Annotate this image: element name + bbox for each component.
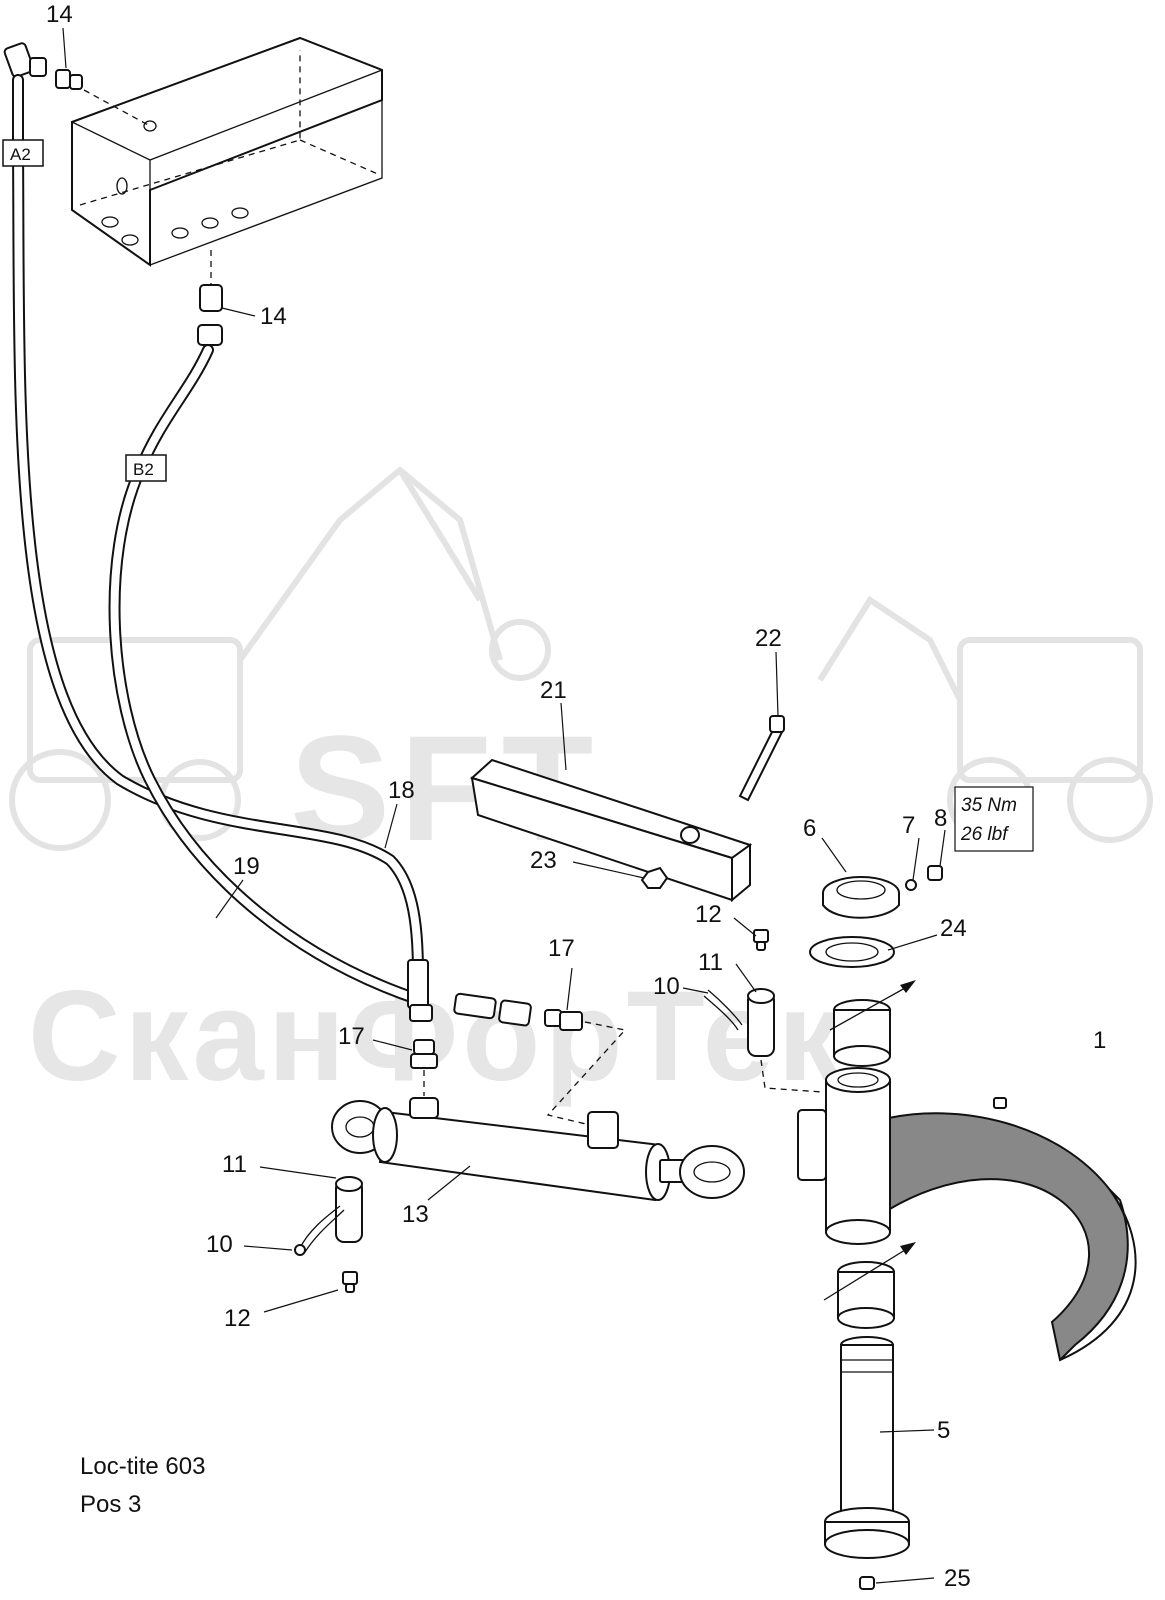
watermark-company: СканФорТек: [28, 965, 846, 1108]
watermark: SFT СканФорТек: [9, 466, 1153, 1108]
fitting-17-lower: [410, 1039, 438, 1096]
cotter-pin-10-lower: [294, 1205, 345, 1256]
washer-24: [809, 936, 895, 968]
leader-lines: [62, 27, 946, 1584]
nut-23: [640, 866, 669, 889]
label-17-lower: 17: [338, 1023, 365, 1050]
label-10-upper: 10: [653, 973, 680, 1000]
nut-ring-6: [822, 876, 900, 919]
torque-spec-box: 35 Nm 26 lbf: [954, 786, 1034, 852]
label-8: 8: [934, 805, 947, 832]
label-14-mid: 14: [260, 303, 287, 330]
bushing-upper: [829, 980, 916, 1067]
connection-line-17: [546, 1021, 627, 1126]
hose-18: [12, 74, 425, 1006]
pivot-pin-5: [824, 1336, 910, 1559]
label-5: 5: [937, 1417, 950, 1444]
label-10-lower: 10: [206, 1231, 233, 1258]
hose-tag-a2: A2: [2, 139, 44, 167]
label-12-lower: 12: [224, 1305, 251, 1332]
hydraulic-tank-block: [71, 36, 383, 267]
label-18: 18: [388, 777, 415, 804]
note-loctite: Loc-tite 603: [80, 1453, 205, 1480]
label-21: 21: [540, 677, 567, 704]
label-17-upper: 17: [548, 935, 575, 962]
part-labels: 14 14 22 21 18 19 6 7 8 23 24 12 17 11 1…: [46, 1, 1106, 1592]
label-19: 19: [233, 853, 260, 880]
hose-end-fittings: [407, 959, 532, 1027]
grease-nipple-12-lower: [342, 1271, 358, 1293]
label-7: 7: [902, 812, 915, 839]
label-11-upper: 11: [698, 949, 723, 976]
fitting-14-mid: [197, 250, 223, 346]
fitting-14-top: [3, 42, 151, 127]
hose-19: [108, 344, 426, 1006]
pin-11-upper: [747, 988, 775, 1057]
connection-line-11: [760, 1059, 823, 1093]
fitting-17-upper: [544, 1009, 583, 1031]
hydraulic-cylinder-13: [331, 1097, 745, 1202]
bolt-22: [738, 715, 785, 802]
grease-nipple-12-upper: [753, 929, 769, 951]
hose-tag-b2-text: B2: [133, 460, 154, 479]
hose-tag-a2-text: A2: [10, 145, 31, 164]
label-24: 24: [940, 915, 967, 942]
label-6: 6: [803, 815, 816, 842]
hose-tag-b2: B2: [125, 454, 167, 482]
washer-7: [905, 879, 917, 891]
cotter-pin-10-upper: [703, 989, 743, 1031]
pivot-housing-1: [797, 1067, 1137, 1362]
note-pos: Pos 3: [80, 1491, 141, 1518]
torque-nm: 35 Nm: [961, 795, 1017, 816]
label-11-lower: 11: [222, 1151, 247, 1178]
label-25: 25: [944, 1565, 971, 1592]
label-22: 22: [755, 625, 782, 652]
torque-lbf: 26 lbf: [960, 824, 1009, 845]
label-14-top: 14: [46, 1, 73, 28]
grease-nipple-25: [859, 1576, 875, 1590]
bushing-lower: [823, 1242, 916, 1329]
guard-21: [470, 758, 753, 903]
pin-11-lower: [335, 1176, 363, 1243]
bolt-8: [927, 865, 943, 881]
label-1: 1: [1093, 1027, 1106, 1054]
label-12-upper: 12: [695, 901, 722, 928]
label-13: 13: [402, 1201, 429, 1228]
label-23: 23: [530, 847, 557, 874]
